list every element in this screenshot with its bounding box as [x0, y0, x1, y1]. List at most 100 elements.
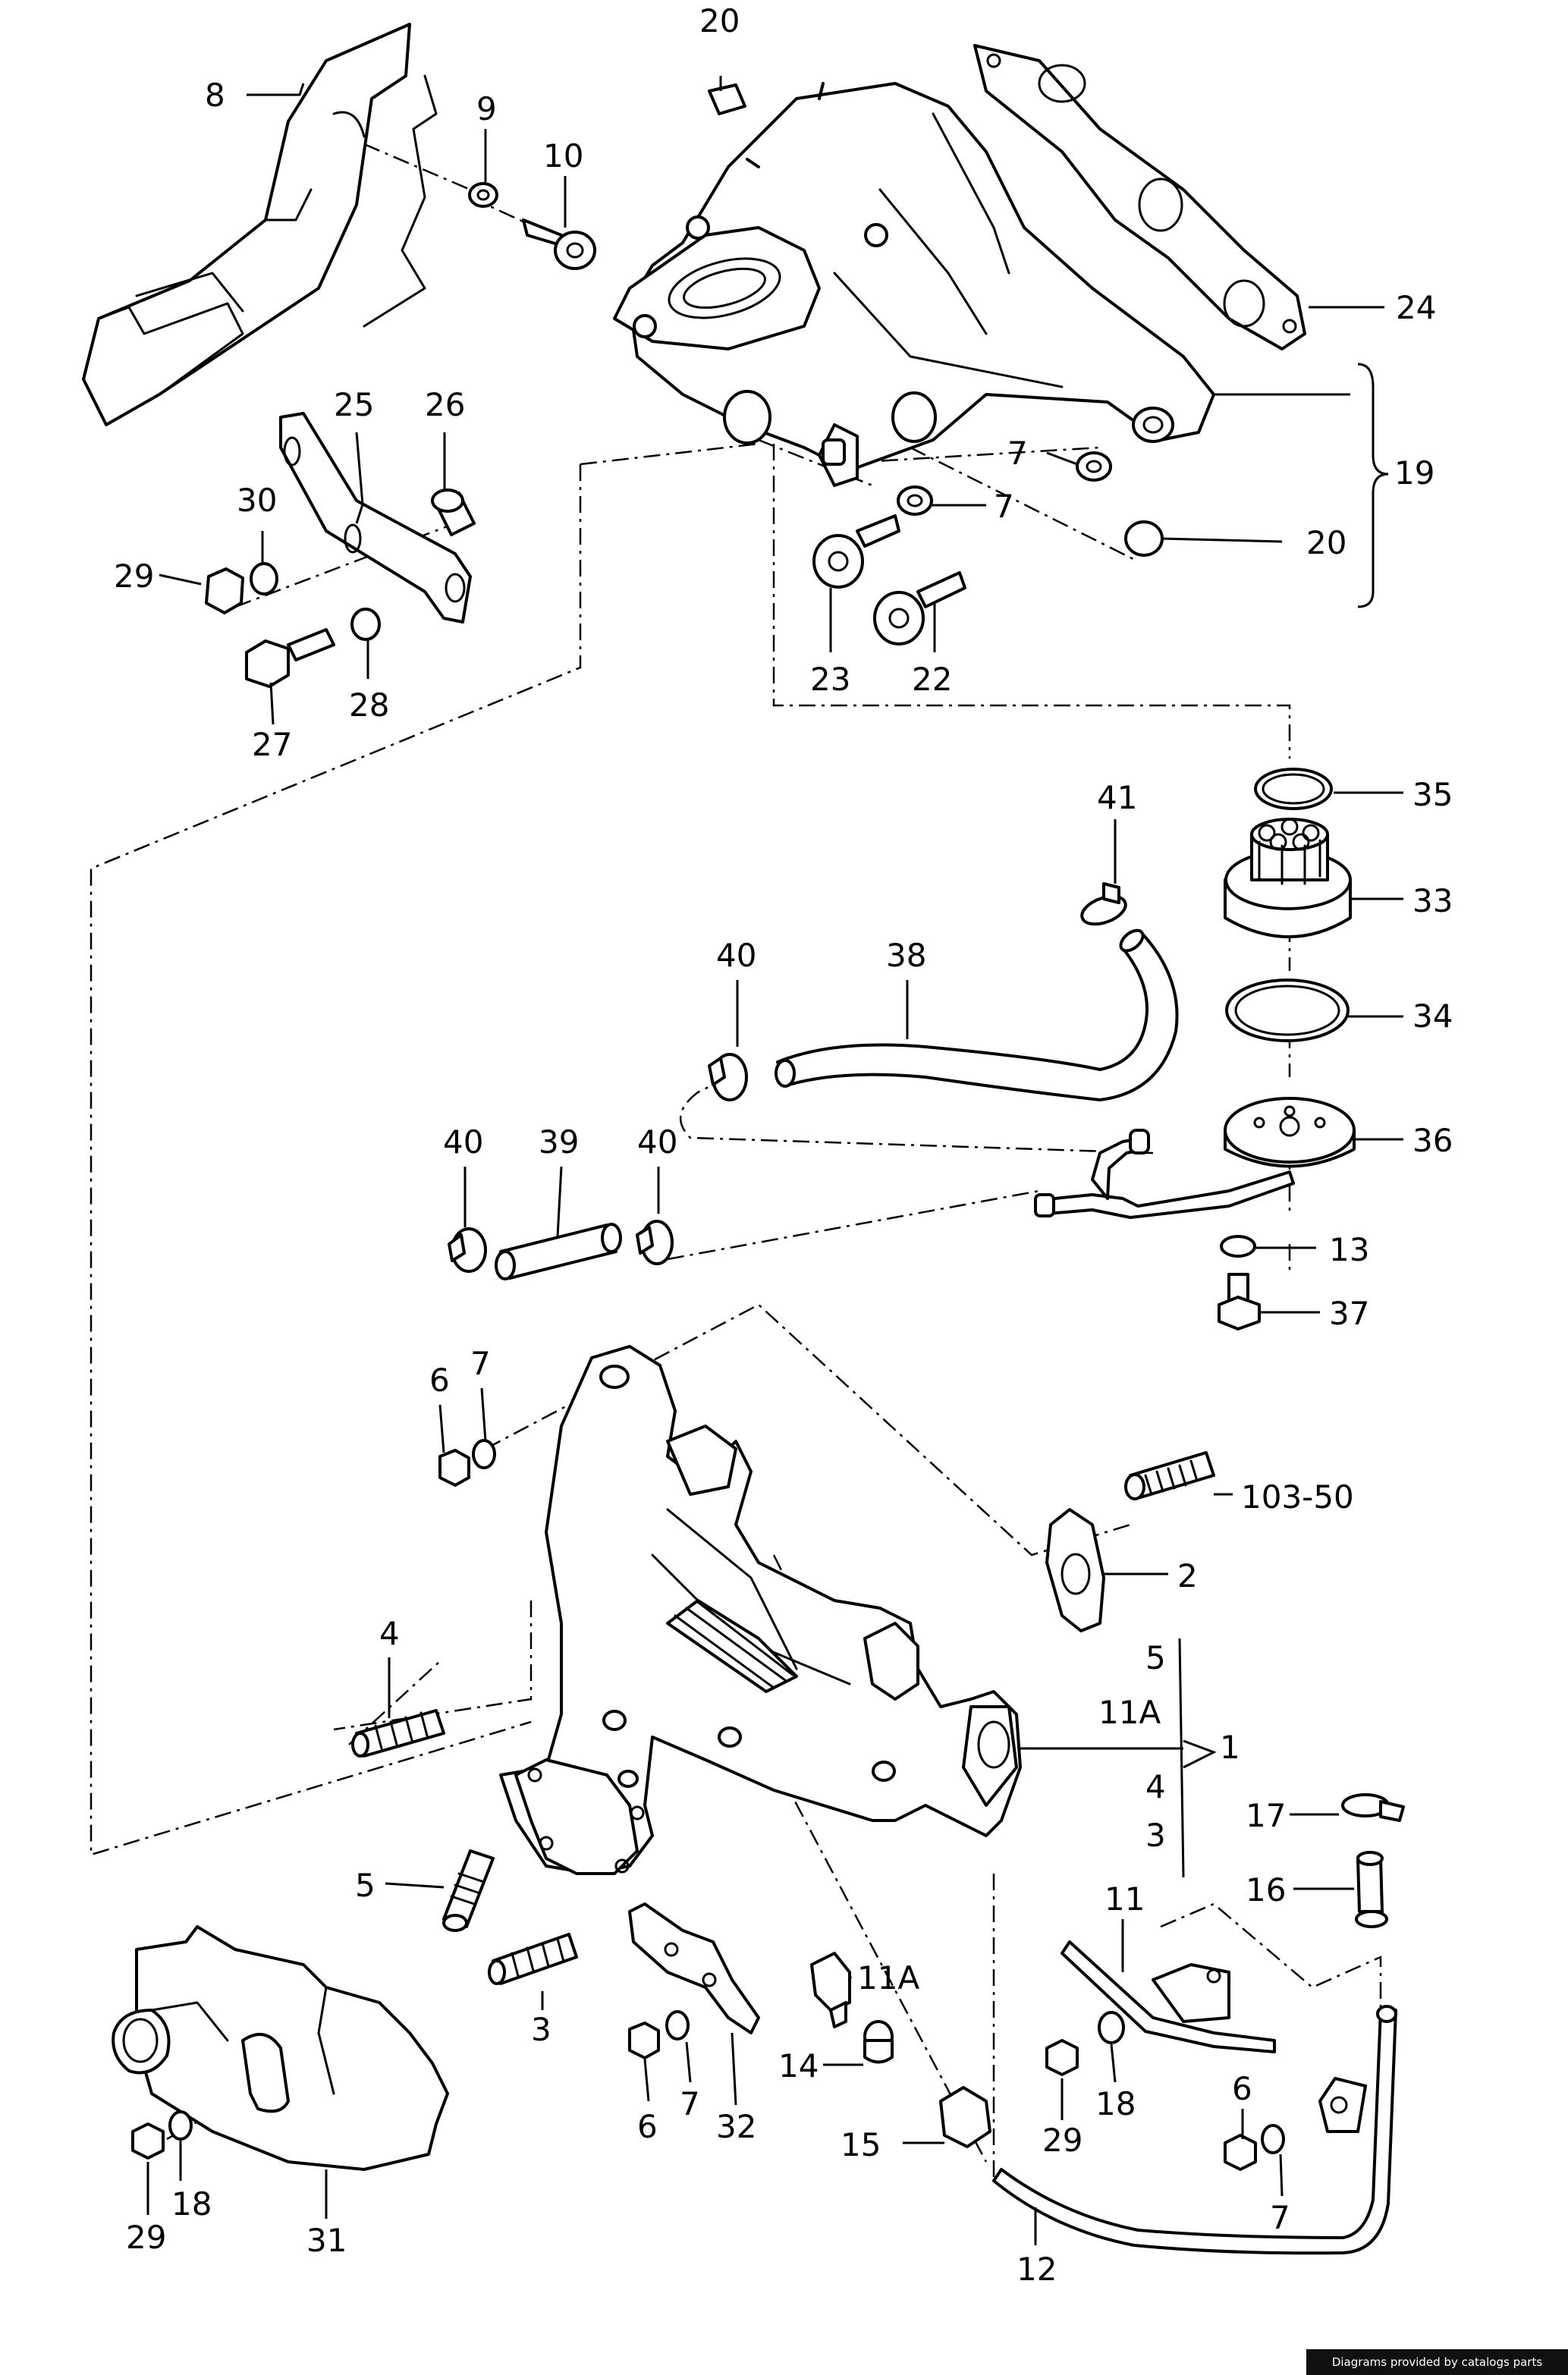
callout-20-right: 20	[1306, 524, 1346, 561]
washer-7-top-a	[1076, 451, 1112, 482]
bolt-37	[1218, 1273, 1261, 1330]
callout-33: 33	[1412, 882, 1453, 919]
callout-13: 13	[1329, 1231, 1369, 1268]
nut-6-bottom-right	[1224, 2134, 1257, 2171]
callout-37: 37	[1329, 1295, 1369, 1332]
callout-27: 27	[252, 726, 292, 763]
hose-39	[495, 1223, 622, 1280]
callout-16: 16	[1246, 1871, 1286, 1908]
washer-13	[1220, 1235, 1256, 1258]
callout-5-right: 5	[1145, 1639, 1166, 1676]
fitting-16	[1355, 1851, 1388, 1928]
callout-34: 34	[1412, 997, 1453, 1035]
washer-9	[468, 182, 498, 208]
nut-6-mid	[438, 1449, 470, 1487]
callout-18-bottom-left: 18	[171, 2185, 212, 2223]
bushing-14	[863, 2020, 894, 2064]
callout-23: 23	[810, 661, 850, 698]
callout-31: 31	[306, 2222, 347, 2259]
callout-6-bottom-right: 6	[1232, 2070, 1252, 2107]
callout-40-left: 40	[443, 1123, 483, 1161]
callout-7-bottom-center: 7	[680, 2085, 700, 2122]
leader-lines	[146, 76, 1403, 2245]
bolt-10	[522, 218, 596, 270]
bolt-23	[812, 514, 900, 589]
callout-15: 15	[841, 2126, 881, 2163]
callout-25: 25	[334, 386, 374, 423]
stud-4	[351, 1709, 445, 1758]
exhaust-manifold-1	[499, 1345, 1022, 1875]
callout-3-left: 3	[531, 2011, 551, 2048]
bracket-25	[279, 412, 472, 624]
callout-38: 38	[886, 937, 926, 974]
callout-22: 22	[912, 661, 952, 698]
callout-2: 2	[1177, 1557, 1198, 1594]
callout-labels: 20 8 9 10 24 25 26 19 7 7 30 29 20 23 22…	[114, 2, 1453, 2288]
callout-5-left: 5	[355, 1867, 376, 1904]
nut-29-top	[205, 567, 244, 614]
exhaust-gasket-24	[973, 44, 1306, 350]
spacer-26	[431, 489, 476, 536]
hose-38	[775, 928, 1179, 1101]
stud-103-50	[1124, 1451, 1215, 1500]
callout-1: 1	[1220, 1729, 1240, 1766]
callout-26: 26	[425, 386, 465, 423]
callout-41: 41	[1097, 779, 1137, 816]
clamp-41	[1080, 882, 1127, 926]
callout-11: 11	[1105, 1880, 1145, 1918]
heat-shield-lower-31	[112, 1925, 449, 2171]
washer-18-bottom-right	[1098, 2011, 1125, 2044]
callout-11A-bottom: 11A	[857, 1959, 919, 1996]
callout-14: 14	[778, 2047, 819, 2084]
clamp-40-right	[636, 1220, 674, 1265]
exhaust-manifold-19	[613, 82, 1215, 487]
callout-32: 32	[716, 2108, 756, 2145]
clamp-17	[1341, 1793, 1405, 1822]
sensor-11A	[810, 1952, 851, 2028]
callout-8: 8	[205, 77, 225, 114]
callout-4-right: 4	[1145, 1768, 1166, 1805]
callout-7-top-b: 7	[994, 488, 1014, 525]
washer-28	[350, 608, 381, 641]
stud-5	[442, 1849, 495, 1932]
nut-6-bottom-center	[628, 2022, 660, 2059]
callout-11A-right: 11A	[1098, 1694, 1161, 1731]
pipe-11	[1061, 1940, 1276, 2053]
clamp-40-left	[448, 1227, 487, 1273]
callout-9: 9	[476, 90, 497, 127]
cap-20-top	[708, 83, 746, 115]
heat-shield-upper	[82, 23, 438, 426]
gasket-2	[1045, 1508, 1105, 1632]
callout-28: 28	[349, 686, 389, 724]
oil-line	[1034, 1129, 1295, 1219]
callout-7-top-a: 7	[1007, 435, 1028, 472]
callout-40-right: 40	[637, 1123, 677, 1161]
callout-17: 17	[1246, 1797, 1286, 1834]
callout-3-right: 3	[1145, 1817, 1166, 1854]
o-ring-35	[1254, 768, 1333, 810]
callout-103-50: 103-50	[1241, 1478, 1354, 1516]
callout-30: 30	[237, 482, 277, 519]
callout-35: 35	[1412, 776, 1453, 813]
washer-30	[250, 562, 278, 595]
nut-29-bottom-right	[1045, 2039, 1079, 2076]
callout-29-top: 29	[114, 558, 154, 595]
washer-18-bottom-left	[168, 2110, 193, 2141]
cap-20-right	[1124, 520, 1164, 557]
filter-33	[1224, 818, 1352, 938]
cooler-base-36	[1224, 1097, 1356, 1168]
callout-7-bottom-right: 7	[1270, 2199, 1290, 2236]
callout-10: 10	[543, 137, 583, 174]
washer-7-bottom-right	[1261, 2124, 1285, 2154]
stud-3	[488, 1933, 578, 1985]
callout-40-upper: 40	[716, 937, 756, 974]
callout-20-top: 20	[699, 2, 740, 39]
bracket-32	[628, 1902, 760, 2034]
callout-6-bottom-center: 6	[637, 2108, 658, 2145]
nut-29-bottom-left	[131, 2122, 165, 2160]
callout-4-left: 4	[379, 1615, 400, 1652]
callout-39: 39	[539, 1123, 579, 1161]
washer-7-top-b	[897, 485, 933, 516]
callout-7-mid: 7	[470, 1345, 491, 1382]
